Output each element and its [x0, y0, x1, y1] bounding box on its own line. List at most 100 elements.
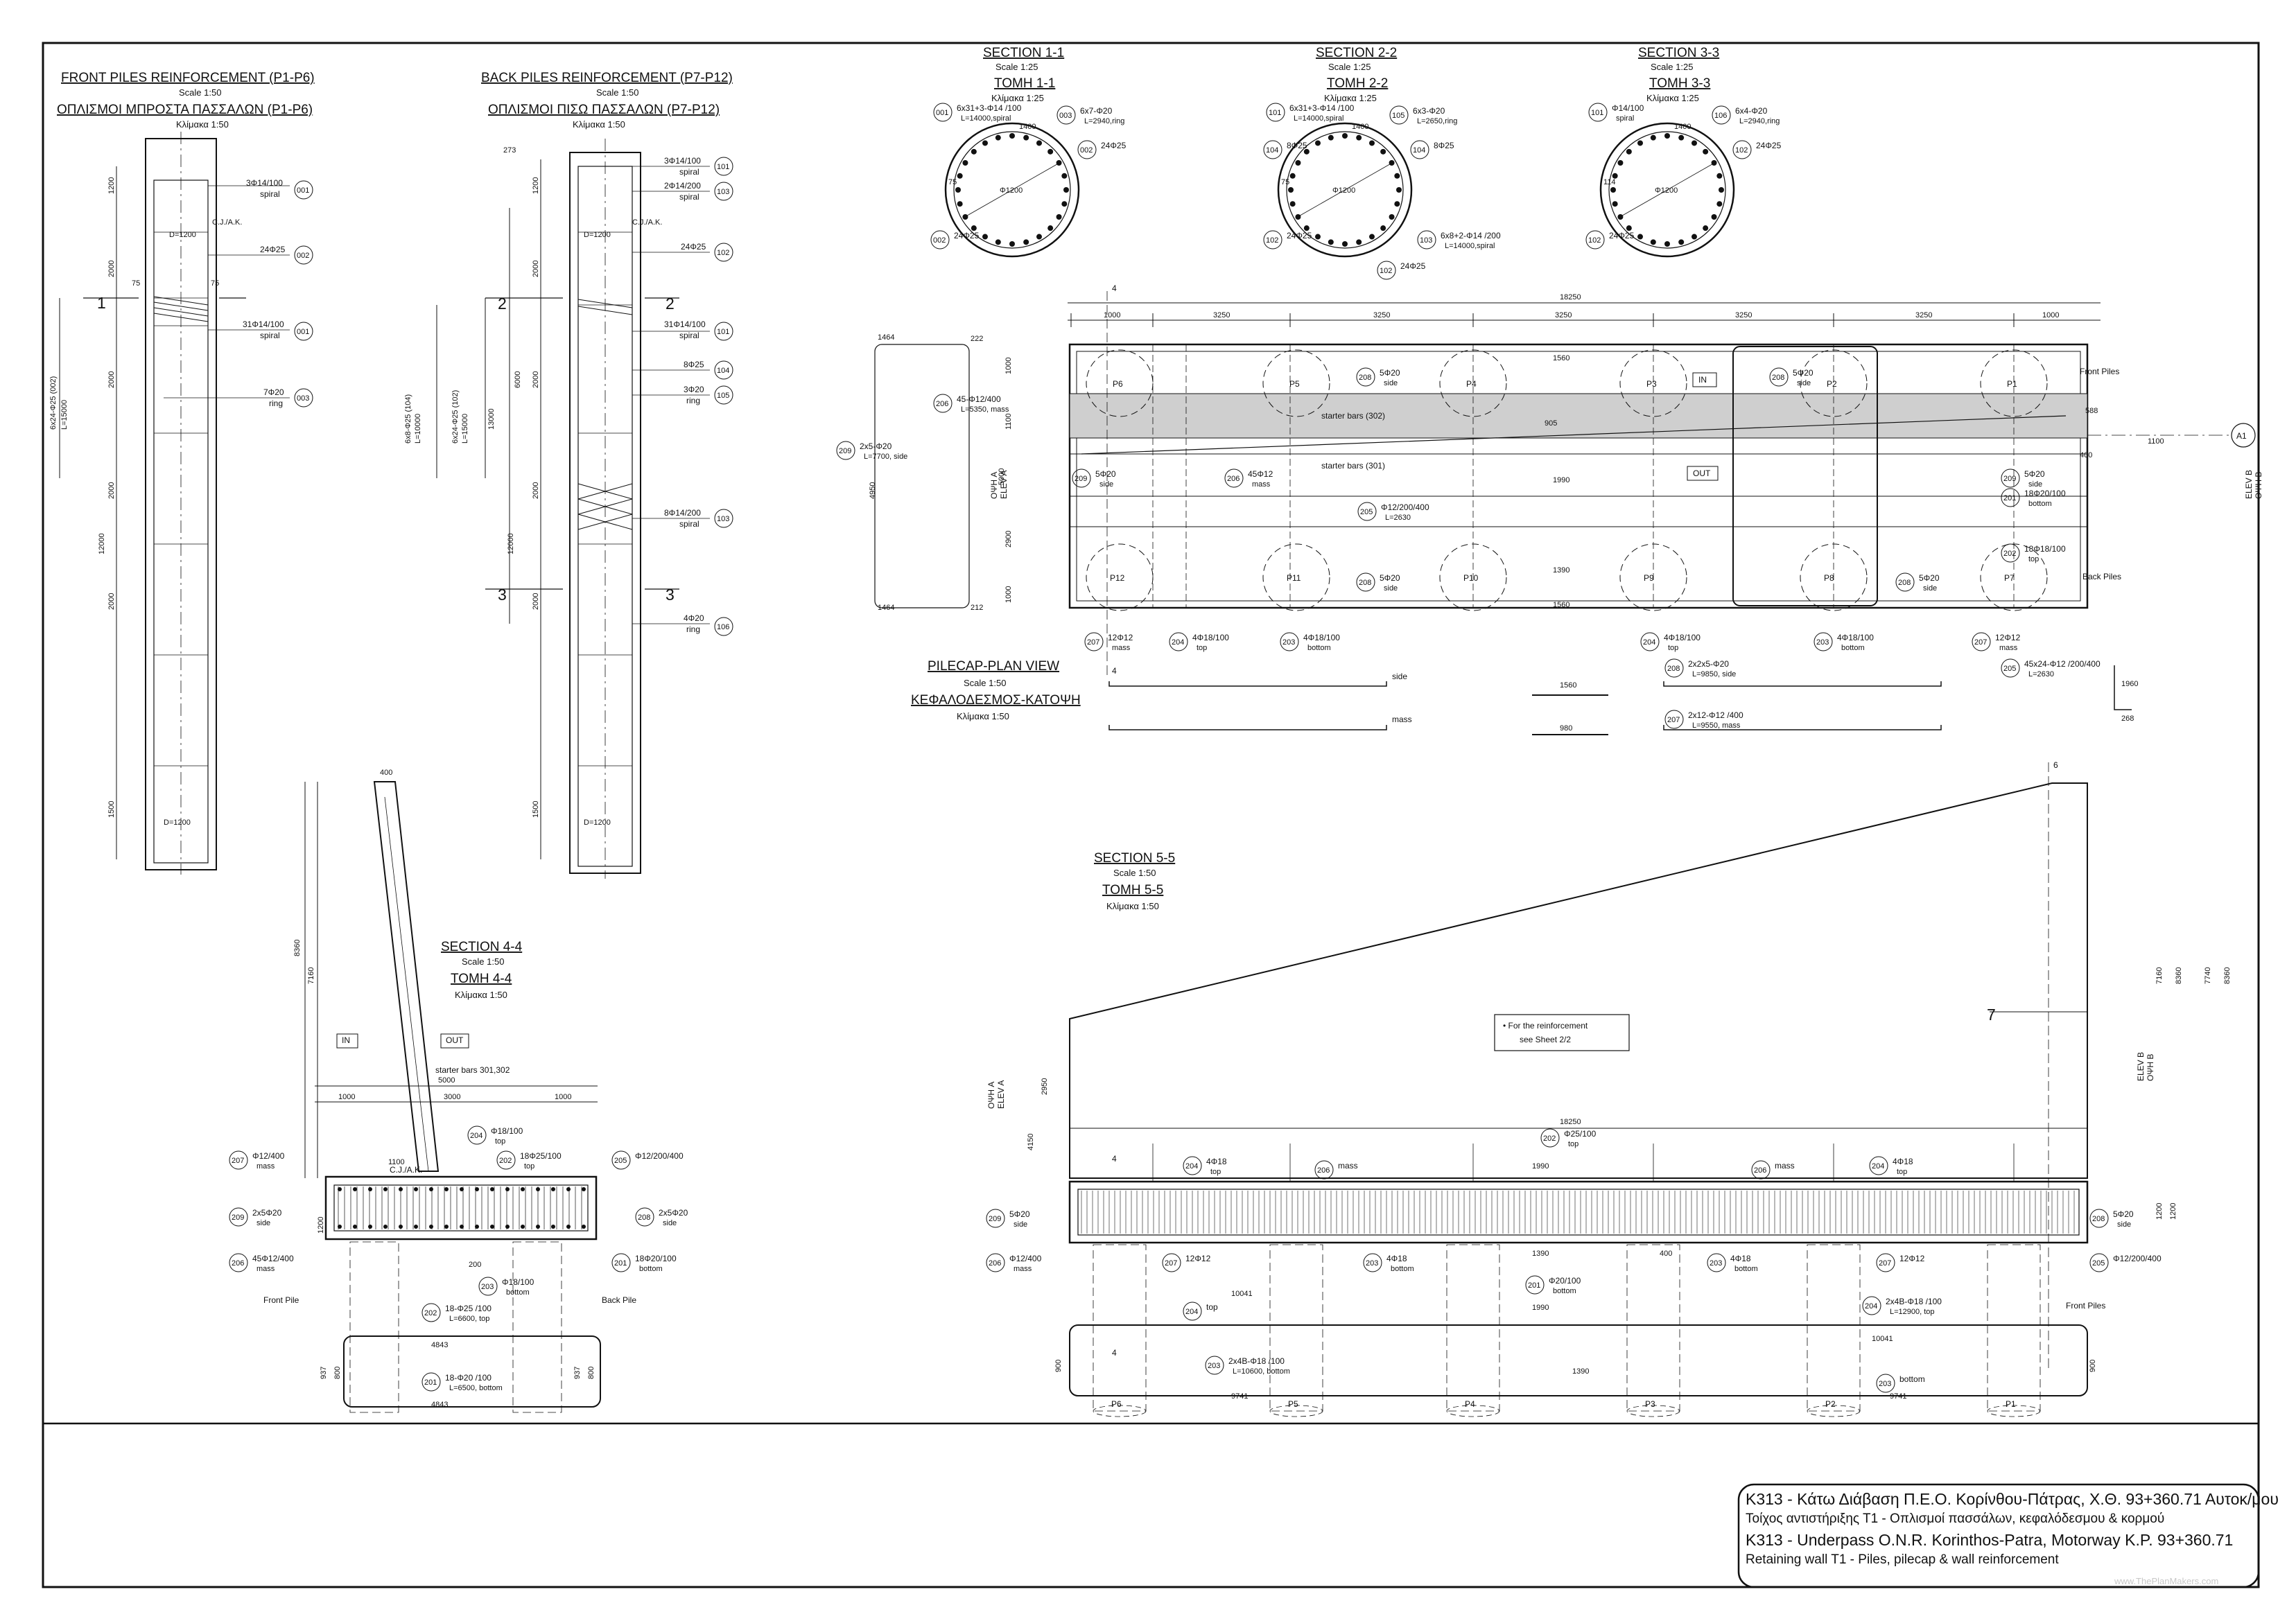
watermark: www.ThePlanMakers.com: [2114, 1576, 2219, 1586]
wall-elevation-top-inner: [1069, 782, 2053, 1019]
bar-mark-bubble: [1084, 632, 1104, 651]
bar-mark-bubble: [1280, 632, 1299, 651]
bar-mark-number: 204: [1872, 1162, 1884, 1171]
bar-mark-bubble: [1205, 1356, 1224, 1375]
longitudinal-bar: [1626, 225, 1632, 231]
section-callout-text: 24Φ25: [1609, 231, 1635, 240]
back-pile-dim-273: 273: [503, 146, 516, 155]
sec55-vdim: 2950: [1041, 1078, 1049, 1095]
section-callout-text: 6x8+2-Φ14 /200: [1441, 231, 1501, 240]
longitudinal-bar: [1650, 239, 1656, 245]
longitudinal-bar: [995, 239, 1001, 245]
longitudinal-bar: [1664, 133, 1670, 139]
back-pile-label: P11: [1287, 573, 1301, 583]
bar-mark-number: 209: [989, 1215, 1001, 1223]
sec44-callout-text: 2x5Φ20: [659, 1208, 688, 1218]
wall-stem-inner: [384, 796, 429, 1172]
sec55-callout-text: Φ12/400: [1009, 1254, 1042, 1263]
back-callout-mark: 105: [717, 392, 729, 400]
bar-mark-bubble: [1410, 140, 1429, 159]
back-pile-dim-13000: 13000: [487, 408, 496, 430]
bar-mark-bubble: [1751, 1160, 1771, 1180]
bar-mark-number: 201: [424, 1378, 437, 1387]
plan-callout-text: 5Φ20: [1793, 368, 1814, 378]
bar-mark-number: 201: [1528, 1281, 1540, 1290]
pilecap-outline: [1068, 343, 2089, 609]
plan-out-box: [1687, 466, 1719, 481]
plan-in-label: IN: [1698, 375, 1707, 385]
front-pile-label: P3: [1646, 379, 1657, 389]
sec55-cage: [1077, 1189, 2080, 1236]
back-callout-sub: spiral: [679, 192, 699, 202]
bar-mark-number: 102: [1380, 267, 1392, 275]
sec44-top-bar: [338, 1187, 342, 1191]
back-pile-dim-12000: 12000: [507, 533, 515, 554]
bar-mark-bubble: [1072, 468, 1091, 488]
plan-span-label: 1000: [2042, 311, 2059, 319]
bar-mark-bubble: [1869, 1156, 1888, 1175]
bar-mark-bubble: [1707, 1253, 1726, 1272]
bar-mark-number: 206: [1754, 1166, 1766, 1175]
bar-mark-bubble: [1183, 1156, 1202, 1175]
bar-mark-bubble: [1769, 367, 1789, 387]
back-pile-dim-6000: 6000: [514, 371, 522, 388]
sec55-pile: [1093, 1244, 1147, 1412]
sec44-dim: 400: [380, 769, 392, 777]
bar-mark-bubble: [1077, 140, 1097, 159]
plan-callout-text: 2x2x5-Φ20: [1688, 659, 1729, 669]
sec55-elev-b-greek: ΟΨΗ B: [2146, 1054, 2155, 1081]
section-4-4: SECTION 4-4 Scale 1:50 ΤΟΜΗ 4-4 Κλίμακα …: [229, 769, 688, 1413]
sec55-pile-label: P5: [1288, 1399, 1298, 1409]
section-title: SECTION 1-1: [983, 46, 1064, 60]
sec44-callout-text: Φ12/200/400: [635, 1151, 684, 1161]
back-callout-mark: 102: [717, 249, 729, 257]
front-pile-circle: [1262, 349, 1330, 417]
front-pile-dim-75a: 75: [132, 279, 140, 288]
bar-mark-bubble: [1266, 103, 1285, 122]
longitudinal-bar: [1369, 140, 1375, 146]
longitudinal-bar: [1036, 140, 1042, 146]
longitudinal-bar: [1626, 148, 1632, 155]
longitudinal-bar: [955, 187, 961, 193]
sec55-callout-sub: bottom: [1734, 1265, 1758, 1273]
longitudinal-bar: [1303, 225, 1310, 231]
bar-mark-number: 203: [1816, 638, 1829, 647]
sec44-bot-bar: [582, 1225, 586, 1229]
sec55-pile-label: P1: [2006, 1399, 2016, 1409]
bar-mark-bubble: [421, 1303, 441, 1322]
cover-dim: 75: [948, 178, 957, 186]
back-pile-cj: C.J./A.K.: [632, 218, 662, 227]
longitudinal-bar: [1678, 239, 1685, 245]
sec55-pile: [1269, 1244, 1323, 1412]
sec55-vdim: 4150: [1027, 1134, 1035, 1150]
plan-span-label: 3250: [1555, 311, 1572, 319]
sec55-front-piles: Front Piles: [2066, 1301, 2105, 1311]
sec44-vdim: 7160: [307, 967, 315, 984]
bar-mark-number: 203: [1282, 638, 1295, 647]
bar-mark-bubble: [229, 1253, 248, 1272]
back-callout-sub: spiral: [679, 519, 699, 529]
plan-inner-dim: 400: [2080, 451, 2092, 459]
longitudinal-bar: [971, 225, 977, 231]
plan-callout-sub: top: [1197, 644, 1207, 652]
back-callout-mark: 104: [717, 367, 729, 375]
plan-callout-sub: L=2630: [1385, 514, 1411, 522]
sec55-callout-text: 4Φ18: [1206, 1157, 1227, 1166]
back-callout-text: 4Φ20: [684, 613, 704, 623]
longitudinal-bar: [1711, 214, 1717, 220]
sec55-vdim: 1200: [2169, 1203, 2177, 1220]
plan-bar-shapes: [1108, 665, 2132, 730]
plan-mass-word: mass: [1392, 715, 1412, 724]
cut-2-2-right-num: 2: [666, 295, 675, 313]
sec44-callout-sub: top: [495, 1137, 505, 1146]
bar-mark-number: 203: [481, 1283, 494, 1291]
back-pile-bar-label-104: 6x8-Φ25 (104): [404, 394, 412, 444]
title-block: K313 - Κάτω Διάβαση Π.Ε.Ο. Κορίνθου-Πάτρ…: [1746, 1490, 2279, 1572]
section-scale: Scale 1:25: [1651, 62, 1693, 72]
longitudinal-bar: [1303, 148, 1310, 155]
front-piles-scale-greek: Κλίμακα 1:50: [176, 119, 229, 130]
front-callout-mark: 001: [297, 186, 309, 195]
section-4-4-pile-front: [349, 1241, 399, 1413]
